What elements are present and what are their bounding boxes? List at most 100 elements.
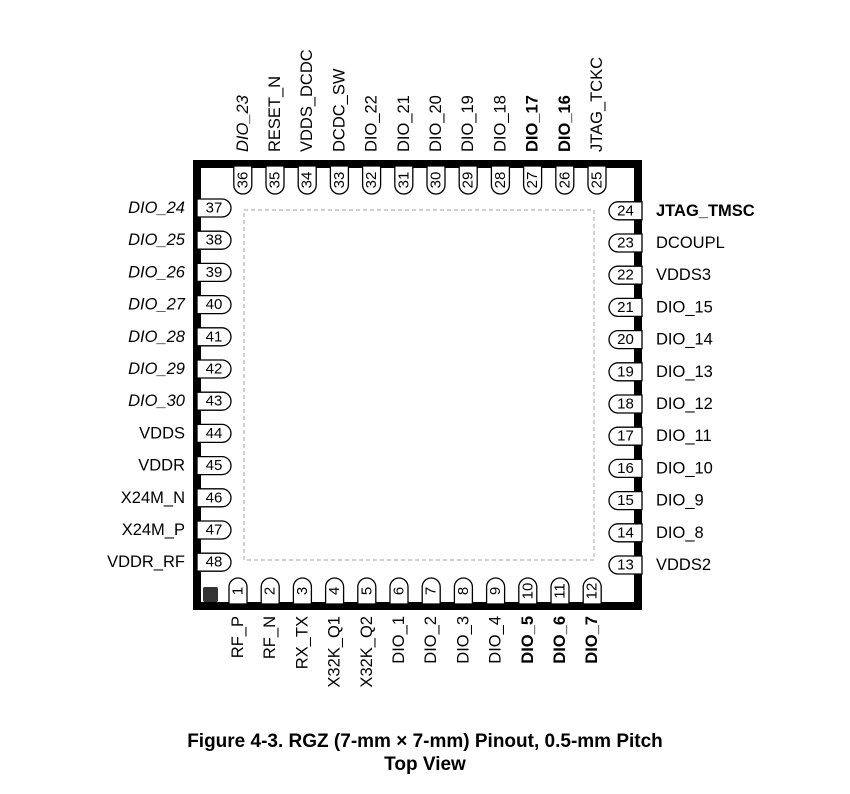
pin-pad-8 [453,577,474,605]
pin-number-8: 8 [455,587,472,595]
pin-name-8: DIO_3 [454,616,472,664]
pin-pad-33 [329,165,350,195]
pin-pad-38 [196,230,232,250]
pin-name-46: X24M_N [121,489,185,507]
pin-pad-16 [608,458,643,479]
pin-number-44: 44 [206,425,223,442]
pin-pad-27 [522,165,543,195]
pin-pad-17 [608,426,643,446]
pin-pad-14 [608,523,643,543]
pin-number-21: 21 [617,299,634,316]
pin-name-29: DIO_19 [459,95,477,152]
pin-pad-45 [196,455,232,476]
pin-name-44: VDDS [139,424,185,442]
pin-number-16: 16 [617,460,634,477]
pin-name-2: RF_N [261,616,279,659]
pin-pad-23 [608,233,643,253]
pin-number-26: 26 [556,172,573,189]
pin-name-24: JTAG_TMSC [656,202,755,220]
pin-pad-22 [608,265,643,285]
pin-name-21: DIO_15 [656,298,713,316]
pin-number-22: 22 [617,267,634,284]
pin-number-18: 18 [617,396,634,413]
pin-pad-29 [458,165,478,195]
pin-pad-35 [265,165,285,195]
pin-pad-40 [196,294,232,315]
pin-name-32: DIO_22 [363,95,381,152]
pin-pad-9 [485,577,506,605]
pin-name-39: DIO_26 [128,263,186,281]
pin-name-27: DIO_17 [524,95,542,152]
pin-pad-46 [196,488,232,508]
pin-pad-7 [421,577,441,605]
pin-name-15: DIO_9 [656,492,704,510]
pin-name-22: VDDS3 [656,266,711,284]
pin-name-30: DIO_20 [427,95,445,152]
pin-name-23: DCOUPL [656,234,725,252]
pin-pad-37 [196,198,232,218]
pin-number-12: 12 [584,583,601,600]
pin-pad-12 [582,577,602,605]
pin-number-42: 42 [206,361,223,378]
pin-name-33: DCDC_SW [330,68,348,152]
pin-labels: 1RF_P2RF_N3RX_TX4X32K_Q15X32K_Q26DIO_17D… [107,49,755,687]
pin-number-25: 25 [589,172,606,189]
pin-name-10: DIO_5 [519,616,537,664]
pin-pad-3 [292,577,313,605]
pin-number-39: 39 [206,264,223,281]
pin-number-23: 23 [617,235,634,252]
pin-number-40: 40 [206,296,223,313]
pin-pad-43 [196,391,232,411]
pin-name-35: RESET_N [266,76,284,152]
pin-number-3: 3 [294,587,311,595]
pin-number-10: 10 [519,583,536,600]
pin-pad-36 [233,165,253,195]
pin-number-38: 38 [206,232,223,249]
pin-name-38: DIO_25 [128,231,186,249]
pin-name-26: DIO_16 [556,95,574,152]
pin-pad-24 [608,201,643,221]
pin-pad-41 [196,327,232,347]
figure-subcaption: Top View [384,754,466,775]
pin-name-12: DIO_7 [583,616,601,664]
pin-pad-21 [608,297,643,318]
pin-name-41: DIO_28 [128,328,186,346]
pin-number-5: 5 [358,587,375,595]
pin-pad-20 [608,329,643,350]
pin-name-40: DIO_27 [128,296,186,314]
pin-pad-39 [196,262,232,283]
pin-name-25: JTAG_TCKC [588,57,606,152]
pin-pad-26 [555,165,575,195]
package-body [193,160,642,610]
pin-pad-25 [587,165,607,195]
pin-number-2: 2 [262,587,279,595]
pin-number-30: 30 [428,172,445,189]
pin-name-16: DIO_10 [656,459,713,477]
pin-number-31: 31 [395,172,412,189]
pin-number-29: 29 [460,172,477,189]
pin-pad-1 [228,577,248,605]
pin-name-6: DIO_1 [390,616,408,664]
pin-number-32: 32 [363,172,380,189]
pin-number-13: 13 [617,557,634,574]
pin-name-37: DIO_24 [128,199,185,217]
pin-number-48: 48 [206,554,223,571]
pin-number-6: 6 [391,587,408,595]
pin-pad-6 [389,577,409,605]
pin-number-1: 1 [230,587,247,595]
pin-number-15: 15 [617,492,634,509]
pinout-diagram: 1RF_P2RF_N3RX_TX4X32K_Q15X32K_Q26DIO_17D… [107,49,755,687]
pin-name-13: VDDS2 [656,556,711,574]
pin-pad-47 [196,520,232,540]
pin-number-37: 37 [206,200,223,217]
pin-name-14: DIO_8 [656,524,704,542]
pin-number-24: 24 [617,202,634,219]
pin-pad-13 [608,555,643,575]
pin-name-20: DIO_14 [656,331,713,349]
pin-1-indicator [203,587,218,602]
exposed-pad-outline [243,209,595,561]
pin-number-11: 11 [552,583,569,599]
pin-number-14: 14 [617,524,634,541]
pin-name-28: DIO_18 [491,95,509,152]
